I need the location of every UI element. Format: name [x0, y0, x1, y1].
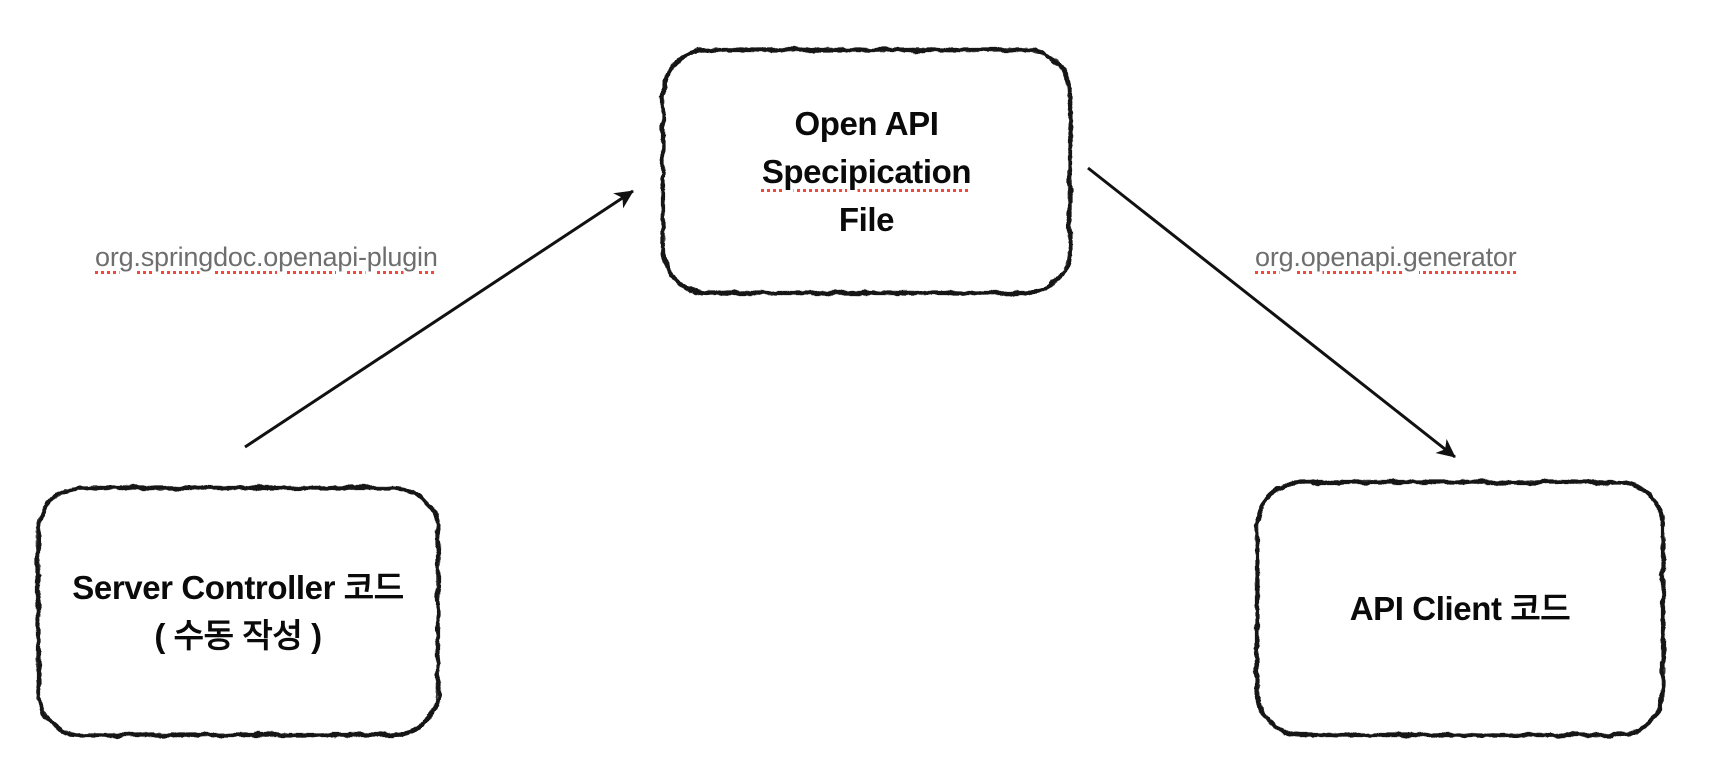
edge-label-openapi-generator-text: org.openapi.generator [1255, 242, 1517, 272]
server-controller-node-box-overstroke [36, 486, 440, 737]
node-open-api-spec-file: Open API Specipication File [663, 50, 1070, 293]
api-client-node-box-overstroke [1255, 480, 1665, 737]
edge-label-springdoc-plugin: org.springdoc.openapi-plugin [95, 242, 438, 272]
edge-label-openapi-generator: org.openapi.generator [1255, 242, 1517, 272]
spec-file-node-box-overstroke [661, 48, 1072, 295]
node-api-client: API Client 코드 [1257, 482, 1663, 735]
node-open-api-spec-file-line1: Open API [794, 104, 939, 142]
node-server-controller-line1: Server Controller 코드 [72, 568, 404, 606]
node-server-controller: Server Controller 코드 ( 수동 작성 ) [38, 488, 438, 735]
node-open-api-spec-file-line3: File [838, 200, 895, 238]
node-api-client-line1: API Client 코드 [1349, 589, 1571, 627]
edge-arrow-spec-to-client [1087, 166, 1456, 459]
node-server-controller-line2: ( 수동 작성 ) [154, 616, 322, 654]
edge-arrow-server-to-spec [244, 189, 634, 449]
edge-label-springdoc-plugin-text: org.springdoc.openapi-plugin [95, 242, 438, 272]
node-open-api-spec-file-line2: Specipication [761, 152, 972, 190]
